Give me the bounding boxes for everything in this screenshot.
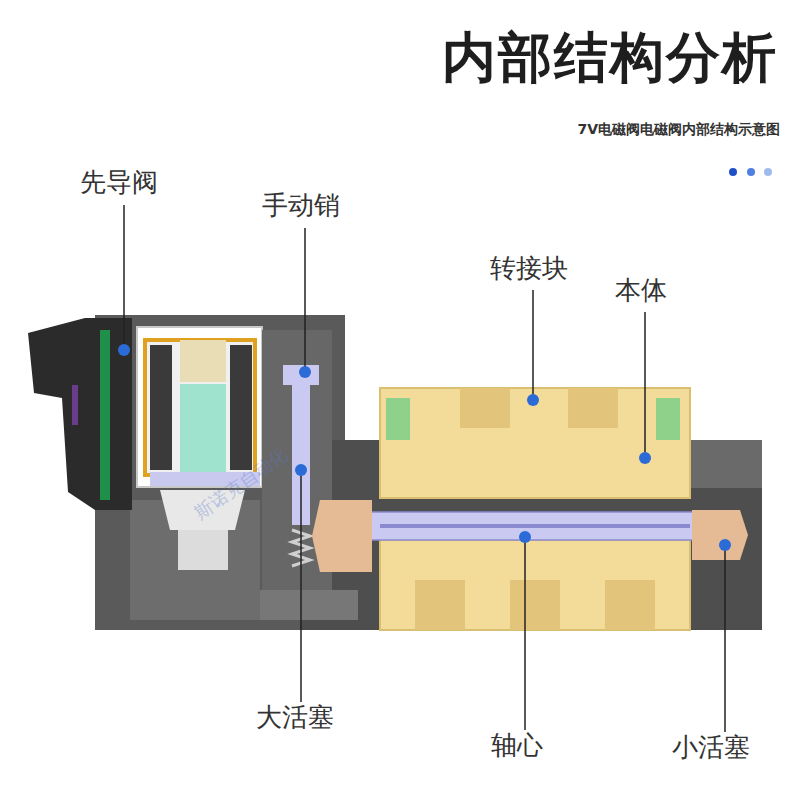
large-piston (312, 500, 372, 572)
coil-frame (137, 327, 262, 487)
pilot-port (178, 530, 228, 570)
part-label: 手动销 (262, 188, 340, 223)
port (460, 388, 510, 428)
screw (386, 398, 410, 440)
port (605, 580, 655, 630)
part-label: 大活塞 (256, 700, 334, 735)
part-label: 轴心 (491, 728, 543, 763)
end-cap (690, 440, 762, 488)
manual-pin (283, 365, 319, 385)
callout-dot (719, 539, 731, 551)
callout-dot (519, 531, 531, 543)
deco-dot (764, 168, 772, 176)
leader-line (300, 470, 302, 702)
leader-line (532, 290, 534, 400)
part-label: 本体 (615, 273, 667, 308)
port (568, 388, 618, 428)
port (510, 580, 560, 630)
leader-line (123, 205, 125, 350)
page-title: 内部结构分析 (442, 22, 778, 95)
deco-dot (729, 168, 737, 176)
housing (95, 315, 345, 630)
coil (145, 340, 255, 475)
leader-line (304, 228, 306, 372)
callout-dot (527, 394, 539, 406)
leader-line (724, 545, 726, 732)
adapter-block (380, 388, 690, 498)
port (415, 580, 465, 630)
leader-line (644, 312, 646, 458)
coil-winding (150, 345, 172, 470)
coil-winding (230, 345, 252, 470)
callout-dot (299, 366, 311, 378)
pilot-cover (28, 318, 132, 510)
plunger (180, 384, 226, 472)
callout-dot (118, 344, 130, 356)
part-label: 小活塞 (672, 730, 750, 765)
part-label: 转接块 (490, 251, 568, 286)
circuit-board (100, 330, 110, 500)
spool-axis (380, 524, 690, 528)
small-piston (692, 510, 748, 560)
callout-dot (639, 452, 651, 464)
screw (656, 398, 680, 440)
part-label: 先导阀 (80, 165, 158, 200)
led (72, 385, 78, 425)
callout-dot (295, 464, 307, 476)
valve-body (380, 540, 690, 630)
housing-detail (258, 590, 358, 620)
stator (180, 340, 226, 382)
deco-dot (747, 168, 755, 176)
subtitle: 7V电磁阀电磁阀内部结构示意图 (577, 121, 780, 139)
leader-line (524, 537, 526, 730)
